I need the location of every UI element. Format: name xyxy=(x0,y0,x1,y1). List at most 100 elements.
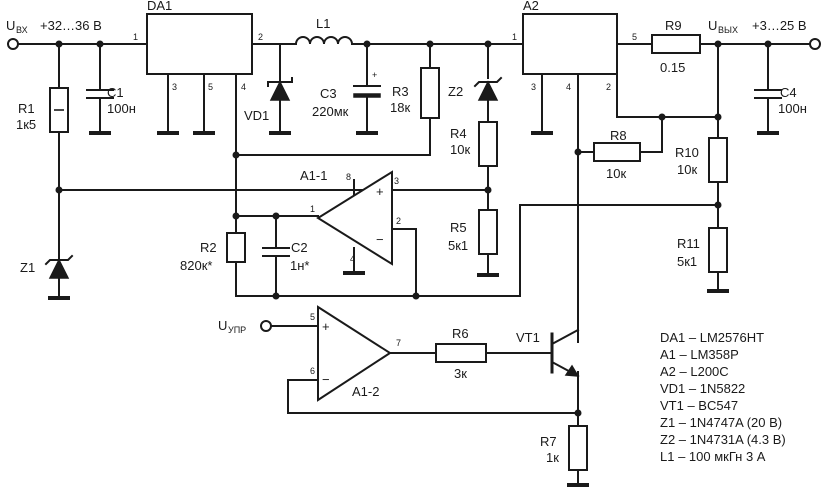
junction-dots xyxy=(55,40,772,417)
r4-label: R4 xyxy=(450,126,467,141)
parts-list-item: VT1 – BC547 xyxy=(660,398,738,413)
resistors xyxy=(49,34,728,471)
svg-text:+: + xyxy=(376,184,384,199)
r11-resistor xyxy=(708,227,728,273)
svg-text:8: 8 xyxy=(346,172,351,182)
vt1-transistor xyxy=(550,328,580,378)
a2-regulator-block xyxy=(522,13,618,75)
r10-value: 10к xyxy=(677,162,697,177)
r7-resistor xyxy=(568,425,588,471)
u-ctrl-label: U xyxy=(218,318,227,333)
output-terminal xyxy=(809,38,821,50)
c2-label: C2 xyxy=(291,240,308,255)
r1-label: R1 xyxy=(18,101,35,116)
r2-resistor xyxy=(226,232,246,263)
c4-value: 100н xyxy=(778,101,807,116)
r11-value: 5к1 xyxy=(677,254,697,269)
vd1-label: VD1 xyxy=(244,108,269,123)
r6-label: R6 xyxy=(452,326,469,341)
da1-label: DA1 xyxy=(147,0,172,13)
svg-text:+: + xyxy=(322,319,330,334)
r1-value: 1к5 xyxy=(16,117,36,132)
c1-value: 100н xyxy=(107,101,136,116)
z1-zener xyxy=(48,258,70,279)
r2-value: 820к* xyxy=(180,258,212,273)
r10-label: R10 xyxy=(675,145,699,160)
r2-label: R2 xyxy=(200,240,217,255)
parts-list-item: VD1 – 1N5822 xyxy=(660,381,745,396)
u-out-sub: ВЫХ xyxy=(718,25,738,35)
svg-text:3: 3 xyxy=(172,82,177,92)
u-out-range: +3…25 В xyxy=(752,18,807,33)
ground-symbols xyxy=(48,131,779,487)
r7-value: 1к xyxy=(546,450,559,465)
capacitors xyxy=(86,85,782,257)
text-labels: U ВХ +32…36 В U ВЫХ +3…25 В U УПР DA1 A2… xyxy=(6,0,807,465)
vt1-label: VT1 xyxy=(516,330,540,345)
parts-list-item: A2 – L200C xyxy=(660,364,729,379)
parts-list-item: Z2 – 1N4731A (4.3 В) xyxy=(660,432,786,447)
a1-2-opamp xyxy=(317,305,392,402)
r4-resistor xyxy=(478,121,498,167)
u-out-label: U xyxy=(708,18,717,33)
r8-value: 10к xyxy=(606,166,626,181)
svg-text:5: 5 xyxy=(208,82,213,92)
c1-label: C1 xyxy=(107,85,124,100)
r6-value: 3к xyxy=(454,366,467,381)
r3-value: 18к xyxy=(390,100,410,115)
a1-2-label: A1-2 xyxy=(352,384,379,399)
r10-resistor xyxy=(708,137,728,183)
r5-label: R5 xyxy=(450,220,467,235)
svg-text:3: 3 xyxy=(531,82,536,92)
r3-resistor xyxy=(420,67,440,119)
z2-zener xyxy=(477,80,499,101)
svg-text:−: − xyxy=(322,372,330,387)
svg-text:4: 4 xyxy=(566,82,571,92)
c2-value: 1н* xyxy=(290,258,309,273)
z1-label: Z1 xyxy=(20,260,35,275)
svg-text:2: 2 xyxy=(258,32,263,42)
r5-value: 5к1 xyxy=(448,238,468,253)
da1-regulator-block xyxy=(146,13,253,75)
r11-label: R11 xyxy=(677,236,700,251)
r9-label: R9 xyxy=(665,18,682,33)
a1-1-label: A1-1 xyxy=(300,168,327,183)
svg-text:6: 6 xyxy=(310,366,315,376)
c3-label: C3 xyxy=(320,86,337,101)
svg-text:1: 1 xyxy=(310,204,315,214)
svg-text:7: 7 xyxy=(396,338,401,348)
r9-resistor xyxy=(651,34,701,54)
u-in-range: +32…36 В xyxy=(40,18,102,33)
r9-value: 0.15 xyxy=(660,60,685,75)
svg-text:5: 5 xyxy=(310,312,315,322)
u-in-label: U xyxy=(6,18,15,33)
r5-resistor xyxy=(478,209,498,255)
l1-label: L1 xyxy=(316,16,330,31)
z2-label: Z2 xyxy=(448,84,463,99)
l1-inductor xyxy=(294,36,354,46)
r6-resistor xyxy=(435,343,487,363)
svg-text:2: 2 xyxy=(606,82,611,92)
svg-text:1: 1 xyxy=(512,32,517,42)
parts-list-item: L1 – 100 мкГн 3 А xyxy=(660,449,766,464)
u-ctrl-sub: УПР xyxy=(228,325,246,335)
parts-list-item: A1 – LM358P xyxy=(660,347,739,362)
control-terminal xyxy=(260,320,272,332)
svg-text:+: + xyxy=(372,70,377,80)
svg-text:3: 3 xyxy=(394,176,399,186)
svg-text:−: − xyxy=(376,232,384,247)
a2-label: A2 xyxy=(523,0,539,13)
r4-value: 10к xyxy=(450,142,470,157)
c4-label: C4 xyxy=(780,85,797,100)
svg-text:4: 4 xyxy=(241,82,246,92)
svg-text:2: 2 xyxy=(396,216,401,226)
r7-label: R7 xyxy=(540,434,557,449)
diodes xyxy=(44,76,503,279)
u-in-sub: ВХ xyxy=(16,25,28,35)
svg-text:5: 5 xyxy=(632,32,637,42)
svg-text:1: 1 xyxy=(133,32,138,42)
vd1-diode xyxy=(269,80,291,101)
svg-text:4: 4 xyxy=(350,254,355,264)
r8-label: R8 xyxy=(610,128,627,143)
